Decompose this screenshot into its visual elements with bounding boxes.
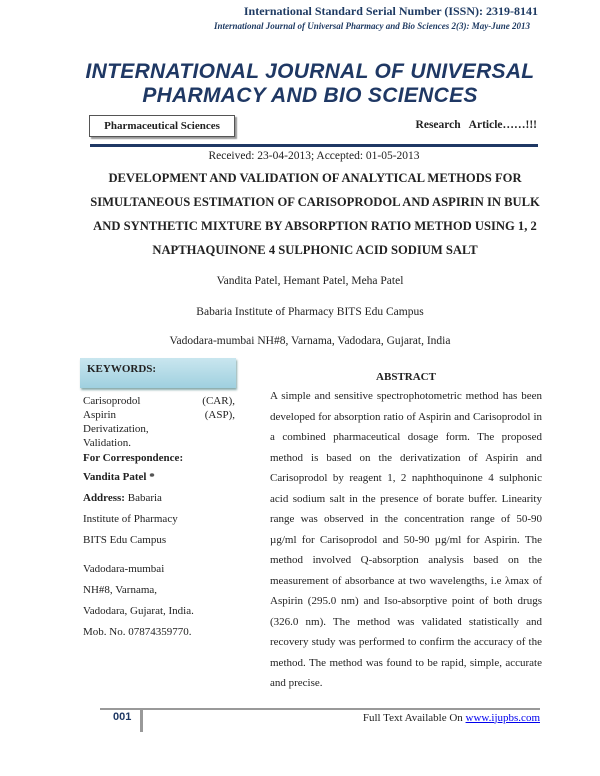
footer: 001 Full Text Available On www.ijupbs.co… [100, 707, 540, 734]
authors: Vandita Patel, Hemant Patel, Meha Patel [216, 275, 404, 287]
section-label: Pharmaceutical Sciences [89, 115, 235, 137]
address-line: NH#8, Varnama, [83, 584, 158, 596]
affiliation: Babaria Institute of Pharmacy BITS Edu C… [196, 306, 424, 318]
address-line: Vadodara, Gujarat, India. [83, 605, 194, 617]
address-label: Address: [83, 492, 125, 504]
keyword: Carisoprodol [83, 395, 141, 407]
address-line: Babaria [127, 492, 162, 504]
abstract-heading: ABSTRACT [376, 371, 436, 383]
article-body: Received: 23-04-2013; Accepted: 01-05-20… [0, 149, 600, 734]
dates: Received: 23-04-2013; Accepted: 01-05-20… [208, 150, 420, 162]
keyword-abbr: (CAR), [202, 395, 235, 407]
sidebar: Carisoprodol (CAR), Aspirin (ASP), Derivat… [83, 394, 235, 643]
abstract-column: ABSTRACT A simple and sensitive spectrop… [270, 358, 542, 694]
footer-divider [140, 707, 143, 732]
keywords-heading: KEYWORDS: [80, 358, 236, 388]
keyword-abbr: (ASP), [204, 409, 235, 421]
journal-title: INTERNATIONAL JOURNAL OF UNIVERSAL PHARM… [0, 60, 600, 108]
abstract-text: A simple and sensitive spectrophotometri… [270, 390, 542, 689]
footer-rule [100, 707, 540, 710]
page-number: 001 [113, 710, 132, 723]
address: Vadodara-mumbai NH#8, Varnama, Vadodara,… [169, 335, 451, 347]
keyword: Validation. [83, 437, 131, 449]
correspondence-name: Vandita Patel * [83, 471, 155, 483]
journal-title-line-1: INTERNATIONAL JOURNAL OF UNIVERSAL [85, 60, 535, 83]
address-line: Institute of Pharmacy [83, 513, 178, 525]
two-column-section: KEYWORDS: Carisoprodol (CAR), Aspirin (ASP… [0, 358, 600, 694]
address-line: BITS Edu Campus [83, 534, 167, 546]
sidebar-column: KEYWORDS: Carisoprodol (CAR), Aspirin (ASP… [80, 358, 238, 694]
article-type: Research Article……!!! [415, 119, 537, 131]
footer-label: Full Text Available On [362, 711, 466, 724]
keyword: Aspirin [83, 409, 116, 421]
article-title: DEVELOPMENT AND VALIDATION OF ANALYTICAL… [90, 171, 540, 257]
phone: Mob. No. 07874359770. [83, 626, 192, 638]
address-line: Vadodara-mumbai [83, 563, 165, 575]
correspondence-heading: For Correspondence: [83, 452, 184, 464]
journal-reference: International Journal of Universal Pharm… [213, 21, 530, 31]
keyword: Derivatization, [83, 423, 149, 435]
website-link[interactable]: www.ijupbs.com [465, 711, 540, 724]
journal-title-line-2: PHARMACY AND BIO SCIENCES [142, 84, 478, 107]
footer-text: Full Text Available On www.ijupbs.com [363, 712, 540, 725]
header-rule [90, 144, 538, 147]
issn: International Standard Serial Number (IS… [243, 4, 538, 18]
